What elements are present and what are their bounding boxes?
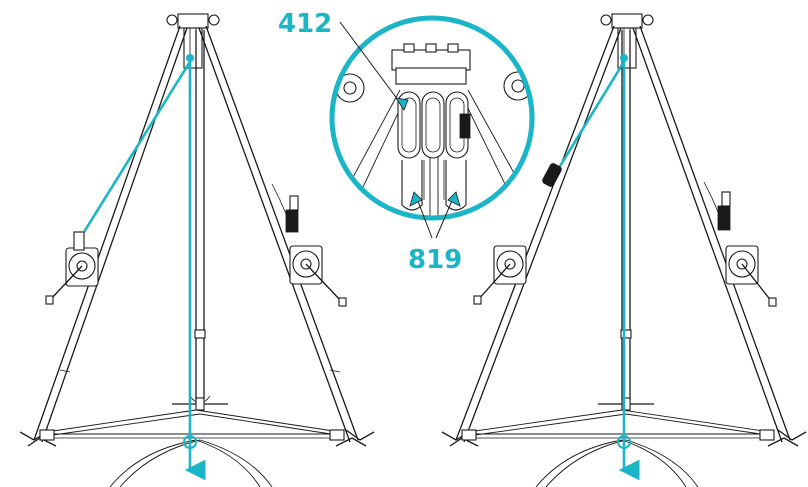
left-head-eye-right: [208, 14, 220, 26]
left-teal-lines: [82, 54, 206, 481]
left-winch-left: [45, 231, 99, 305]
left-tripod-leg-left: [33, 25, 188, 443]
left-tripod-leg-right: [198, 25, 359, 443]
right-ground-ropes: [535, 439, 699, 487]
callout-819: 819: [408, 191, 462, 275]
right-tripod: [441, 13, 807, 487]
right-tripod-feet: [441, 397, 807, 447]
right-carabiners: [617, 27, 637, 69]
right-teal-lines: [542, 54, 640, 481]
left-ground-chains: [45, 409, 345, 439]
right-tripod-leg-left: [455, 25, 622, 443]
right-head-eye-right: [642, 14, 654, 26]
left-carabiners: [183, 27, 203, 69]
right-ground-chains: [467, 409, 775, 439]
callout-819-label: 819: [408, 245, 462, 275]
detail-magnifier: [329, 15, 535, 221]
left-head-eye-left: [166, 14, 178, 26]
right-tripod-leg-center: [598, 30, 654, 405]
left-tripod-head: [177, 13, 209, 29]
right-winch-left: [473, 245, 527, 305]
right-tripod-leg-right: [632, 25, 791, 443]
left-tripod-feet: [19, 397, 375, 447]
right-head-eye-left: [600, 14, 612, 26]
callout-412-label: 412: [278, 9, 332, 39]
right-tripod-head: [611, 13, 643, 29]
callout-412: 412: [278, 9, 409, 111]
right-winch-right: [703, 181, 777, 307]
left-tripod: [19, 13, 375, 487]
left-winch-right: [271, 183, 347, 307]
